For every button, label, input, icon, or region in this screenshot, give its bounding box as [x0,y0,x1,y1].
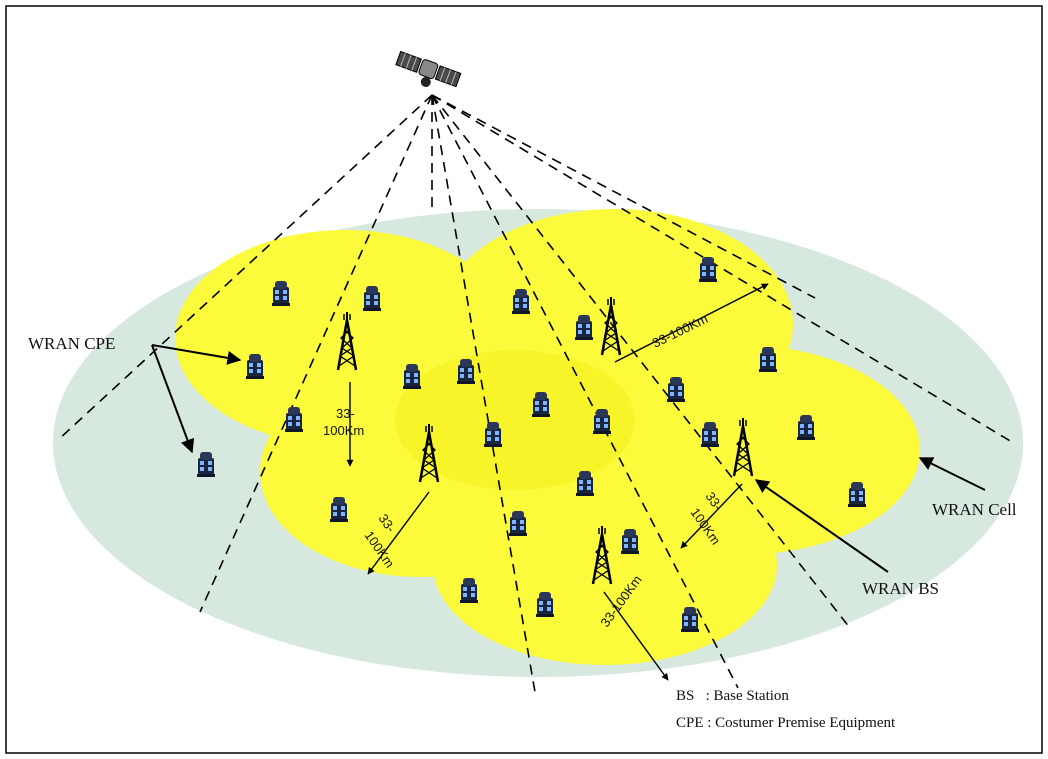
arrow-icon [603,591,669,681]
wran-cell-center [395,350,635,490]
satellite-beams [57,94,1013,693]
arrow-icon [367,491,430,575]
callouts: WRAN CPE WRAN Cell WRAN BS [28,334,1017,598]
arrow-icon [918,457,986,491]
legend: BS : Base Station CPE : Costumer Premise… [676,688,896,731]
callout-wran-cpe: WRAN CPE [28,334,115,353]
distance-label-1: 33- [336,406,355,421]
distance-label-1b: 100Km [323,423,364,438]
callout-wran-cell: WRAN Cell [932,500,1017,519]
arrow-icon [680,483,743,549]
arrow-icon [754,479,889,573]
legend-bs: BS : Base Station [676,688,789,704]
wran-cell-5 [433,465,777,665]
arrow-icon [614,283,769,363]
legend-cpe: CPE : Costumer Premise Equipment [676,715,896,731]
arrow-icon [151,344,242,365]
arrow-icon [151,344,195,454]
callout-wran-bs: WRAN BS [862,579,939,598]
satellite-icon [395,50,462,88]
distance-arrows [346,283,769,681]
figure-border [5,5,1043,754]
